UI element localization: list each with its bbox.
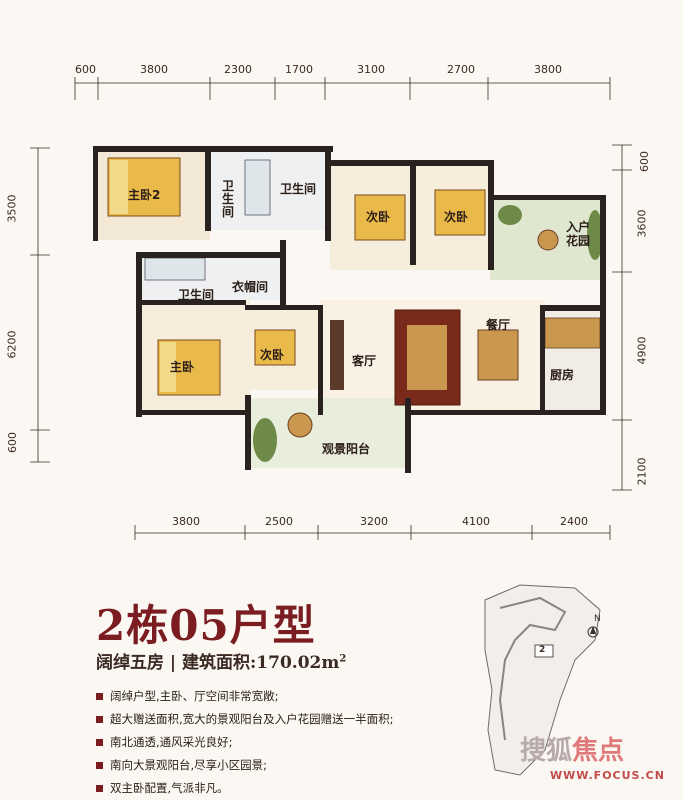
dim-top-7: 3800 xyxy=(534,63,562,76)
furniture xyxy=(107,157,603,462)
feature-item: 双主卧配置,气派非凡。 xyxy=(96,777,394,800)
dim-bottom-2: 2500 xyxy=(265,515,293,528)
feature-item: 南向大景观阳台,尽享小区园景; xyxy=(96,754,394,777)
dim-top-3: 2300 xyxy=(224,63,252,76)
watermark-brand-right: 焦点 xyxy=(572,736,625,766)
dim-top-6: 2700 xyxy=(447,63,475,76)
room-bedroom-a: 次卧 xyxy=(366,210,391,224)
dimension-lines xyxy=(30,77,632,540)
north-arrow-label: N xyxy=(594,614,601,624)
room-dining-room: 餐厅 xyxy=(486,318,511,332)
room-living-room: 客厅 xyxy=(352,354,377,368)
room-kitchen: 厨房 xyxy=(550,368,575,382)
dim-top-5: 3100 xyxy=(357,63,385,76)
dim-top-1: 600 xyxy=(75,63,96,76)
feature-list: 阔绰户型,主卧、厅空间非常宽敞; 超大赠送面积,宽大的景观阳台及入户花园赠送一半… xyxy=(96,685,394,800)
walls xyxy=(93,146,606,473)
feature-item: 超大赠送面积,宽大的景观阳台及入户花园赠送一半面积; xyxy=(96,708,394,731)
unit-subtitle: 阔绰五房 | 建筑面积:170.02m2 xyxy=(96,648,346,673)
room-bedroom-c: 次卧 xyxy=(260,348,285,362)
room-bathroom-b: 卫生间 xyxy=(280,182,317,196)
dim-bottom-1: 3800 xyxy=(172,515,200,528)
brand-watermark: 搜狐焦点 xyxy=(520,730,624,767)
feature-item: 阔绰户型,主卧、厅空间非常宽敞; xyxy=(96,685,394,708)
room-entry-garden: 入户花园 xyxy=(566,220,591,248)
site-plan-map xyxy=(484,584,601,776)
room-cloakroom: 衣帽间 xyxy=(232,280,269,294)
area-unit-superscript: 2 xyxy=(339,653,347,665)
dim-bottom-5: 2400 xyxy=(560,515,588,528)
room-master-bedroom: 主卧 xyxy=(170,360,195,374)
room-bathroom-c: 卫生间 xyxy=(178,288,215,302)
watermark-url: WWW.FOCUS.CN xyxy=(550,769,665,782)
dim-top-2: 3800 xyxy=(140,63,168,76)
subtitle-text: 阔绰五房 | 建筑面积:170.02m xyxy=(96,653,340,673)
unit-title: 2栋05户型 xyxy=(96,601,316,650)
room-bathroom-a: 卫生间 xyxy=(222,179,235,219)
site-plan-unit-tag: 2 xyxy=(539,645,546,655)
watermark-brand-left: 搜狐 xyxy=(520,736,573,766)
feature-item: 南北通透,通风采光良好; xyxy=(96,731,394,754)
dim-top-4: 1700 xyxy=(285,63,313,76)
dim-bottom-3: 3200 xyxy=(360,515,388,528)
dim-bottom-4: 4100 xyxy=(462,515,490,528)
room-view-balcony: 观景阳台 xyxy=(322,442,371,456)
room-master-bedroom-2: 主卧2 xyxy=(128,188,161,202)
room-bedroom-b: 次卧 xyxy=(444,210,469,224)
